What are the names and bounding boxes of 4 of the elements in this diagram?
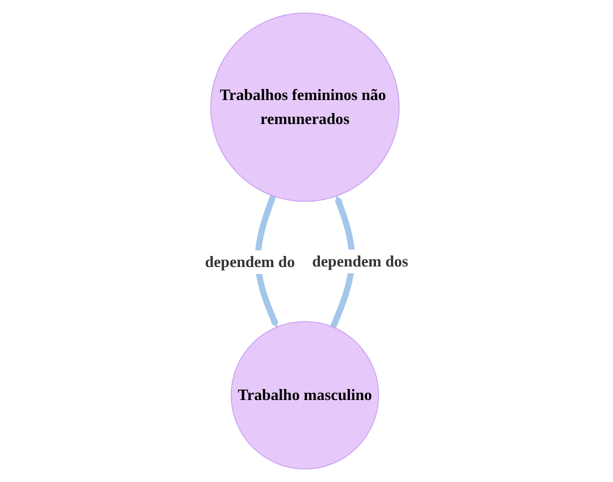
node-circle: Trabalho masculino xyxy=(230,321,379,470)
node-circle: Trabalhos femininos não remunerados xyxy=(210,12,400,202)
edge-label: dependem dos xyxy=(312,252,408,270)
edge-label: dependem do xyxy=(204,252,295,270)
